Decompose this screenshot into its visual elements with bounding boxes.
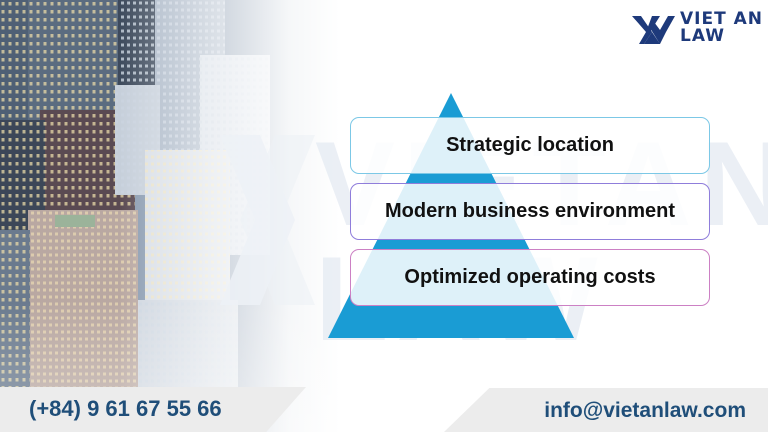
pyramid-item-modern-business-environment: Modern business environment xyxy=(350,183,710,240)
brand-name: VIET AN LAW xyxy=(680,11,763,45)
email-address[interactable]: info@vietanlaw.com xyxy=(544,399,746,422)
phone-number[interactable]: (+84) 9 61 67 55 66 xyxy=(29,396,222,421)
pyramid-item-optimized-operating-costs: Optimized operating costs xyxy=(350,249,710,306)
pyramid-item-label: Strategic location xyxy=(446,134,614,156)
footer-email-band xyxy=(444,388,768,432)
brand-name-line2: LAW xyxy=(680,26,725,46)
pyramid-item-label: Modern business environment xyxy=(384,200,676,222)
pyramid-item-label: Optimized operating costs xyxy=(404,266,656,288)
brand-name-line1: VIET AN xyxy=(680,9,763,29)
pyramid-item-strategic-location: Strategic location xyxy=(350,117,710,174)
footer-phone-band xyxy=(0,387,306,432)
viet-an-law-logo-icon xyxy=(632,16,675,44)
